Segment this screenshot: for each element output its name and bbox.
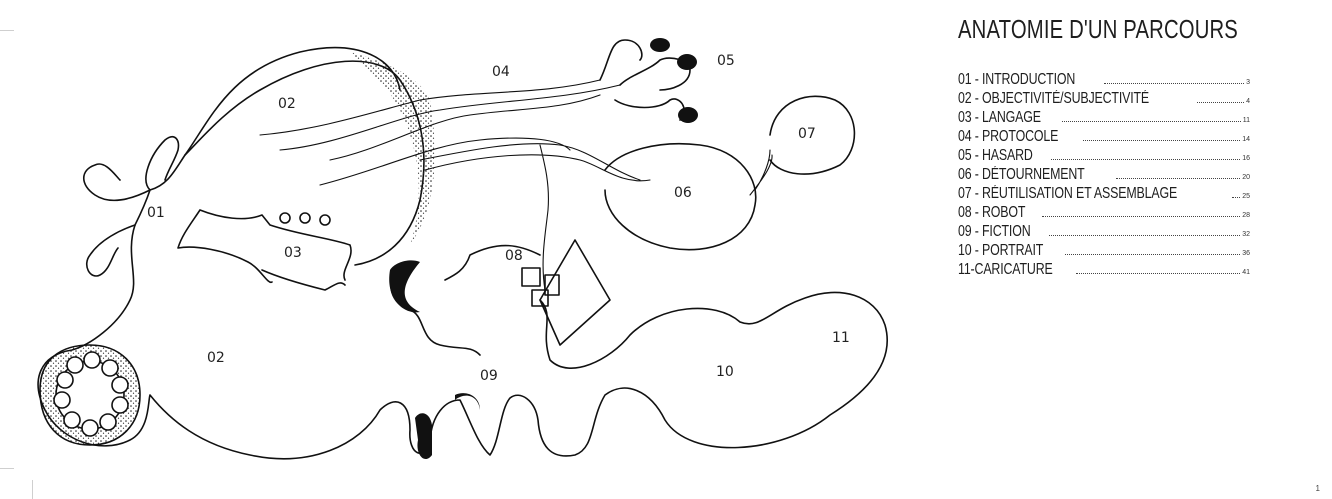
toc-entry-page: 16 bbox=[1242, 155, 1250, 162]
toc-entry-label: 06 - DÉTOURNEMENT bbox=[958, 166, 1085, 183]
toc-entry-label: 05 - HASARD bbox=[958, 147, 1033, 164]
toc-leader-dots bbox=[1116, 178, 1241, 179]
toc-entry[interactable]: 07 - RÉUTILISATION ET ASSEMBLAGE 25 bbox=[958, 185, 1250, 204]
toc-entry[interactable]: 08 - ROBOT 28 bbox=[958, 204, 1250, 223]
toc-entry[interactable]: 01 - INTRODUCTION 3 bbox=[958, 71, 1250, 90]
region-label-04: 04 bbox=[492, 64, 510, 80]
region-label-06: 06 bbox=[674, 185, 692, 201]
toc-entry-page: 11 bbox=[1242, 117, 1250, 124]
toc-entry[interactable]: 09 - FICTION 32 bbox=[958, 223, 1250, 242]
toc-entry-label: 08 - ROBOT bbox=[958, 204, 1026, 221]
region-01-pods bbox=[82, 135, 180, 277]
toc-entry-label: 01 - INTRODUCTION bbox=[958, 71, 1076, 88]
toc-entry[interactable]: 06 - DÉTOURNEMENT 20 bbox=[958, 166, 1250, 185]
page-number: 1 bbox=[1315, 484, 1320, 493]
toc-entry-page: 36 bbox=[1242, 250, 1250, 257]
toc-leader-dots bbox=[1196, 102, 1245, 103]
toc-entry[interactable]: 02 - OBJECTIVITÉ/SUBJECTIVITÉ 4 bbox=[958, 90, 1250, 109]
region-label-02-lower: 02 bbox=[207, 350, 225, 366]
region-label-05: 05 bbox=[717, 53, 735, 69]
crop-mark-top-left bbox=[0, 30, 14, 31]
region-07-connector bbox=[749, 149, 773, 196]
toc-entry-label: 09 - FICTION bbox=[958, 223, 1031, 240]
region-02-stipple bbox=[350, 52, 435, 245]
toc-entry-page: 20 bbox=[1242, 174, 1250, 181]
toc-leader-dots bbox=[1051, 159, 1241, 160]
region-04-nerves bbox=[259, 79, 651, 291]
crop-mark-bottom-left-v bbox=[32, 480, 33, 499]
toc-entry[interactable]: 05 - HASARD 16 bbox=[958, 147, 1250, 166]
toc-entry[interactable]: 11-CARICATURE 41 bbox=[958, 261, 1250, 280]
toc-entry-page: 14 bbox=[1242, 136, 1250, 143]
toc-leader-dots bbox=[1064, 254, 1241, 255]
bottom-folds bbox=[415, 413, 432, 460]
toc-entry-label: 07 - RÉUTILISATION ET ASSEMBLAGE bbox=[958, 185, 1178, 202]
toc-entry-page: 32 bbox=[1242, 231, 1250, 238]
toc-leader-dots bbox=[1231, 197, 1241, 198]
region-05-pods bbox=[599, 39, 691, 121]
anatomy-illustration: 01 02 03 04 05 06 07 08 09 10 11 02 bbox=[37, 38, 888, 460]
region-label-08: 08 bbox=[505, 248, 523, 264]
toc-entry-page: 25 bbox=[1242, 193, 1250, 200]
region-08-outline bbox=[444, 239, 611, 346]
region-03-frame bbox=[177, 209, 352, 284]
toc-entry[interactable]: 04 - PROTOCOLE 14 bbox=[958, 128, 1250, 147]
region-07-ball bbox=[769, 95, 856, 175]
toc-leader-dots bbox=[1083, 140, 1241, 141]
toc-entry-label: 03 - LANGAGE bbox=[958, 109, 1041, 126]
toc-leader-dots bbox=[1042, 216, 1241, 217]
region-06-ball bbox=[604, 142, 757, 251]
toc-leader-dots bbox=[1104, 83, 1245, 84]
toc-entry[interactable]: 10 - PORTRAIT 36 bbox=[958, 242, 1250, 261]
toc-list: 01 - INTRODUCTION 3 02 - OBJECTIVITÉ/SUBJ… bbox=[958, 71, 1298, 280]
organism-outline bbox=[37, 47, 888, 460]
region-01-neck bbox=[134, 189, 151, 226]
toc-entry-label: 10 - PORTRAIT bbox=[958, 242, 1044, 259]
region-label-07: 07 bbox=[798, 126, 816, 142]
toc-title: ANATOMIE D'UN PARCOURS bbox=[958, 14, 1238, 44]
toc-entry-page: 41 bbox=[1242, 269, 1250, 276]
region-label-03: 03 bbox=[284, 245, 302, 261]
toc-entry-label: 11-CARICATURE bbox=[958, 261, 1053, 278]
toc-entry-label: 02 - OBJECTIVITÉ/SUBJECTIVITÉ bbox=[958, 90, 1150, 107]
crop-mark-bottom-left-h bbox=[0, 468, 14, 469]
toc-entry-label: 04 - PROTOCOLE bbox=[958, 128, 1059, 145]
toc-entry-page: 3 bbox=[1246, 79, 1250, 86]
toc-leader-dots bbox=[1048, 235, 1241, 236]
region-label-09: 09 bbox=[480, 368, 498, 384]
toc-leader-dots bbox=[1061, 121, 1241, 122]
region-label-11: 11 bbox=[832, 330, 850, 346]
region-09-stipple bbox=[389, 260, 420, 313]
region-label-01: 01 bbox=[147, 205, 165, 221]
toc-entry-page: 28 bbox=[1242, 212, 1250, 219]
toc-leader-dots bbox=[1076, 273, 1241, 274]
table-of-contents: ANATOMIE D'UN PARCOURS 01 - INTRODUCTION… bbox=[958, 14, 1298, 280]
region-03-scroll bbox=[261, 269, 346, 291]
region-label-02: 02 bbox=[278, 96, 296, 112]
toc-entry[interactable]: 03 - LANGAGE 11 bbox=[958, 109, 1250, 128]
region-label-10: 10 bbox=[716, 364, 734, 380]
toc-entry-page: 4 bbox=[1246, 98, 1250, 105]
